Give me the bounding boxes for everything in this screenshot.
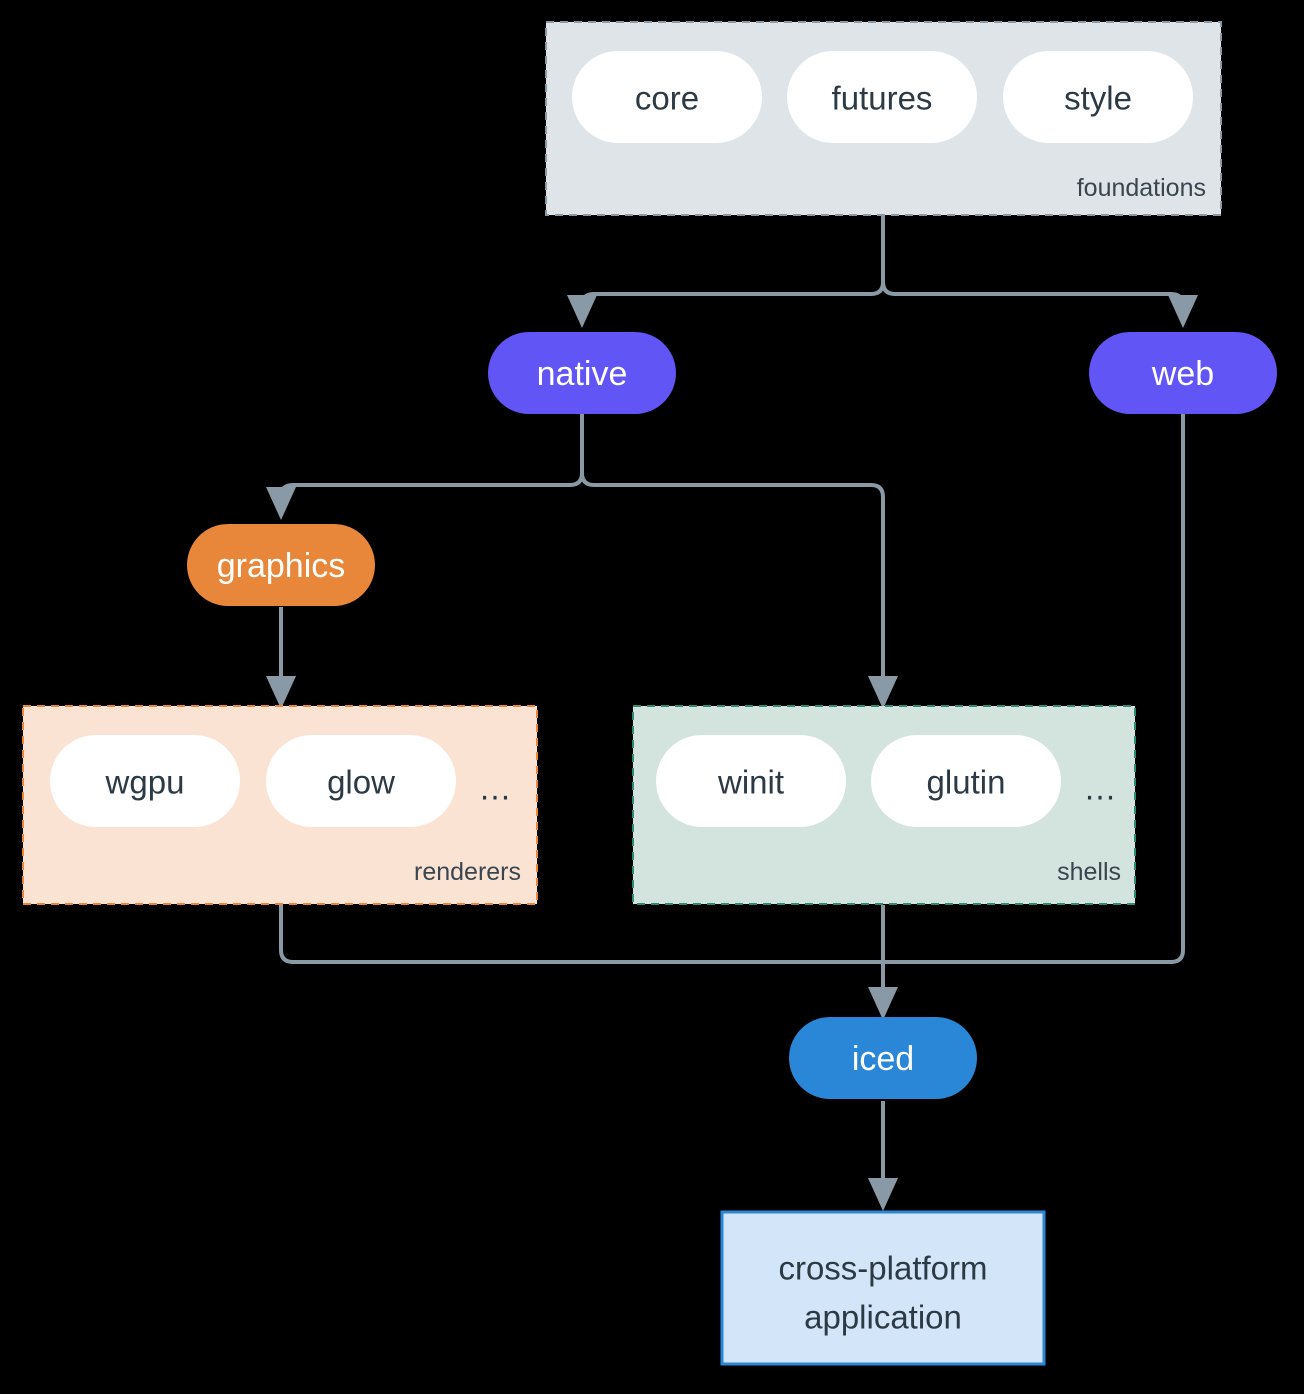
shells-overflow-ellipsis: … (1084, 770, 1117, 807)
pill-futures[interactable]: futures (787, 51, 977, 143)
node-graphics[interactable]: graphics (187, 524, 375, 606)
pill-style-label: style (1064, 80, 1132, 117)
pill-glow[interactable]: glow (266, 735, 456, 827)
node-application-shape (720, 1210, 1046, 1366)
pill-style[interactable]: style (1003, 51, 1193, 143)
pill-winit-shape (656, 735, 846, 827)
pill-futures-shape (787, 51, 977, 143)
node-application[interactable]: cross-platform application (720, 1210, 1046, 1366)
node-web-shape (1089, 332, 1277, 414)
node-web[interactable]: web (1089, 332, 1277, 414)
node-iced-shape (789, 1017, 977, 1099)
node-application-label-line2: application (804, 1299, 962, 1336)
edge-native-to-shells (580, 413, 898, 709)
group-shells: winit glutin … shells (632, 705, 1136, 905)
node-iced-label: iced (852, 1040, 914, 1078)
pill-glow-label: glow (327, 764, 395, 801)
edge-web-to-iced (883, 413, 1185, 964)
edge-renderers-to-iced (279, 905, 883, 964)
edge-foundations-to-web (881, 215, 1198, 328)
edge-layer (266, 215, 1198, 1211)
pill-core[interactable]: core (572, 51, 762, 143)
pill-glow-shape (266, 735, 456, 827)
node-graphics-shape (187, 524, 375, 606)
node-application-label-line1: cross-platform (778, 1250, 987, 1287)
pill-glutin-label: glutin (927, 764, 1006, 801)
node-iced[interactable]: iced (789, 1017, 977, 1099)
node-native[interactable]: native (488, 332, 676, 414)
pill-wgpu[interactable]: wgpu (50, 735, 240, 827)
pill-glutin[interactable]: glutin (871, 735, 1061, 827)
pill-wgpu-shape (50, 735, 240, 827)
pill-glutin-shape (871, 735, 1061, 827)
group-renderers-caption: renderers (414, 858, 521, 886)
group-foundations: core futures style foundations (545, 21, 1222, 216)
pill-wgpu-label: wgpu (105, 764, 185, 801)
pill-core-label: core (635, 80, 699, 117)
node-web-label: web (1151, 355, 1214, 393)
pill-core-shape (572, 51, 762, 143)
node-native-shape (488, 332, 676, 414)
renderers-overflow-ellipsis: … (479, 770, 512, 807)
pill-futures-label: futures (832, 80, 933, 117)
group-foundations-caption: foundations (1077, 174, 1206, 202)
pill-style-shape (1003, 51, 1193, 143)
node-native-label: native (537, 355, 628, 393)
node-graphics-label: graphics (217, 547, 346, 585)
group-shells-caption: shells (1057, 858, 1121, 886)
edge-native-to-graphics (266, 413, 584, 520)
pill-winit-label: winit (717, 764, 784, 801)
group-renderers: wgpu glow … renderers (22, 705, 538, 905)
edge-foundations-to-native (567, 215, 885, 328)
pill-winit[interactable]: winit (656, 735, 846, 827)
